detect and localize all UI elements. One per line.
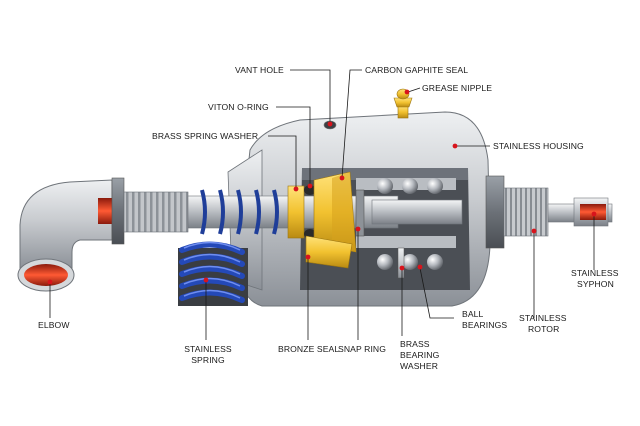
label-bronze-seal: BRONZE SEAL (278, 344, 339, 354)
label-stainless-syphon-1: STAINLESS (571, 268, 619, 278)
label-stainless-spring-2: SPRING (191, 355, 225, 365)
leader-viton (276, 106, 311, 185)
leader-carbon-seal (341, 69, 362, 179)
stainless-rotor (485, 175, 549, 249)
stainless-syphon (547, 197, 613, 227)
leader-vant-hole (290, 69, 331, 122)
marker-syphon (591, 211, 597, 217)
marker-snap-ring (355, 226, 361, 232)
brass-spring-washer (287, 185, 305, 239)
label-brass-bearing-washer-3: WASHER (400, 361, 438, 371)
inlet-thread (111, 177, 189, 245)
marker-rotor (531, 228, 537, 234)
leader-ball-bearings (419, 267, 454, 319)
marker-spring (203, 277, 209, 283)
marker-grease-nipple (404, 89, 410, 95)
stainless-spring (178, 241, 248, 306)
label-stainless-spring-1: STAINLESS (184, 344, 232, 354)
label-grease-nipple: GREASE NIPPLE (422, 83, 492, 93)
label-stainless-rotor-1: STAINLESS (519, 313, 567, 323)
label-snap-ring: SNAP RING (338, 344, 386, 354)
label-viton-o-ring: VITON O-RING (208, 102, 269, 112)
label-stainless-rotor-2: ROTOR (528, 324, 559, 334)
ball-bearings (377, 178, 443, 270)
marker-bronze (305, 254, 311, 260)
label-stainless-housing: STAINLESS HOUSING (493, 141, 584, 151)
label-brass-spring-washer: BRASS SPRING WASHER (152, 131, 258, 141)
leader-grease-nipple (407, 87, 421, 93)
bronze-seal (305, 235, 353, 269)
marker-brass-spring-washer (293, 186, 299, 192)
marker-viton (307, 183, 313, 189)
carbon-graphite-seal (313, 171, 357, 253)
label-brass-bearing-washer-1: BRASS (400, 339, 430, 349)
marker-carbon-seal (339, 175, 345, 181)
leader-brass-spring-washer (268, 135, 297, 188)
label-carbon-seal: CARBON GAPHITE SEAL (365, 65, 468, 75)
label-stainless-syphon-2: SYPHON (577, 279, 614, 289)
snap-ring (355, 189, 365, 237)
marker-brass-bearing-washer (399, 265, 405, 271)
label-brass-bearing-washer-2: BEARING (400, 350, 440, 360)
brass-bearing-washer (397, 247, 405, 279)
marker-ball-bearings (417, 264, 423, 270)
grease-nipple (393, 88, 413, 119)
marker-housing (452, 143, 458, 149)
label-vant-hole: VANT HOLE (235, 65, 284, 75)
marker-vant-hole (327, 121, 333, 127)
label-ball-bearings-2: BEARINGS (462, 320, 507, 330)
label-ball-bearings-1: BALL (462, 309, 484, 319)
elbow (17, 179, 118, 292)
marker-elbow (47, 279, 53, 285)
label-elbow: ELBOW (38, 320, 70, 330)
